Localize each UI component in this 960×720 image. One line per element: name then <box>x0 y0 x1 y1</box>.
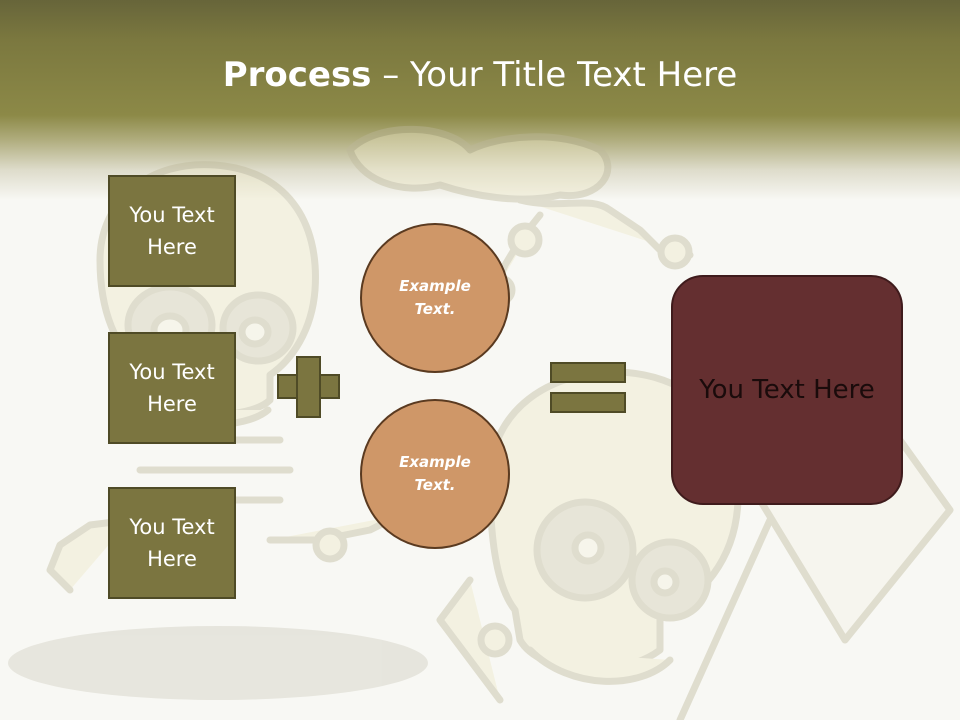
example-circle-2-label: Example Text. <box>399 453 471 494</box>
text-box-3-label: You Text Here <box>129 515 215 571</box>
text-box-1-label: You Text Here <box>129 203 215 259</box>
result-box-label: You Text Here <box>699 375 875 405</box>
header-band <box>0 0 960 200</box>
text-box-3: You Text Here <box>108 487 236 599</box>
result-box: You Text Here <box>671 275 903 505</box>
slide-title: Process – Your Title Text Here <box>0 52 960 98</box>
example-circle-1-label: Example Text. <box>399 277 471 318</box>
example-circle-2: Example Text. <box>360 399 510 549</box>
plus-icon-center <box>298 376 319 397</box>
equals-icon-bar-top <box>550 362 626 383</box>
text-box-2: You Text Here <box>108 332 236 444</box>
text-box-2-label: You Text Here <box>129 360 215 416</box>
title-rest: – Your Title Text Here <box>371 55 738 95</box>
text-box-1: You Text Here <box>108 175 236 287</box>
example-circle-1: Example Text. <box>360 223 510 373</box>
equals-icon-bar-bottom <box>550 392 626 413</box>
title-bold: Process <box>222 55 372 95</box>
